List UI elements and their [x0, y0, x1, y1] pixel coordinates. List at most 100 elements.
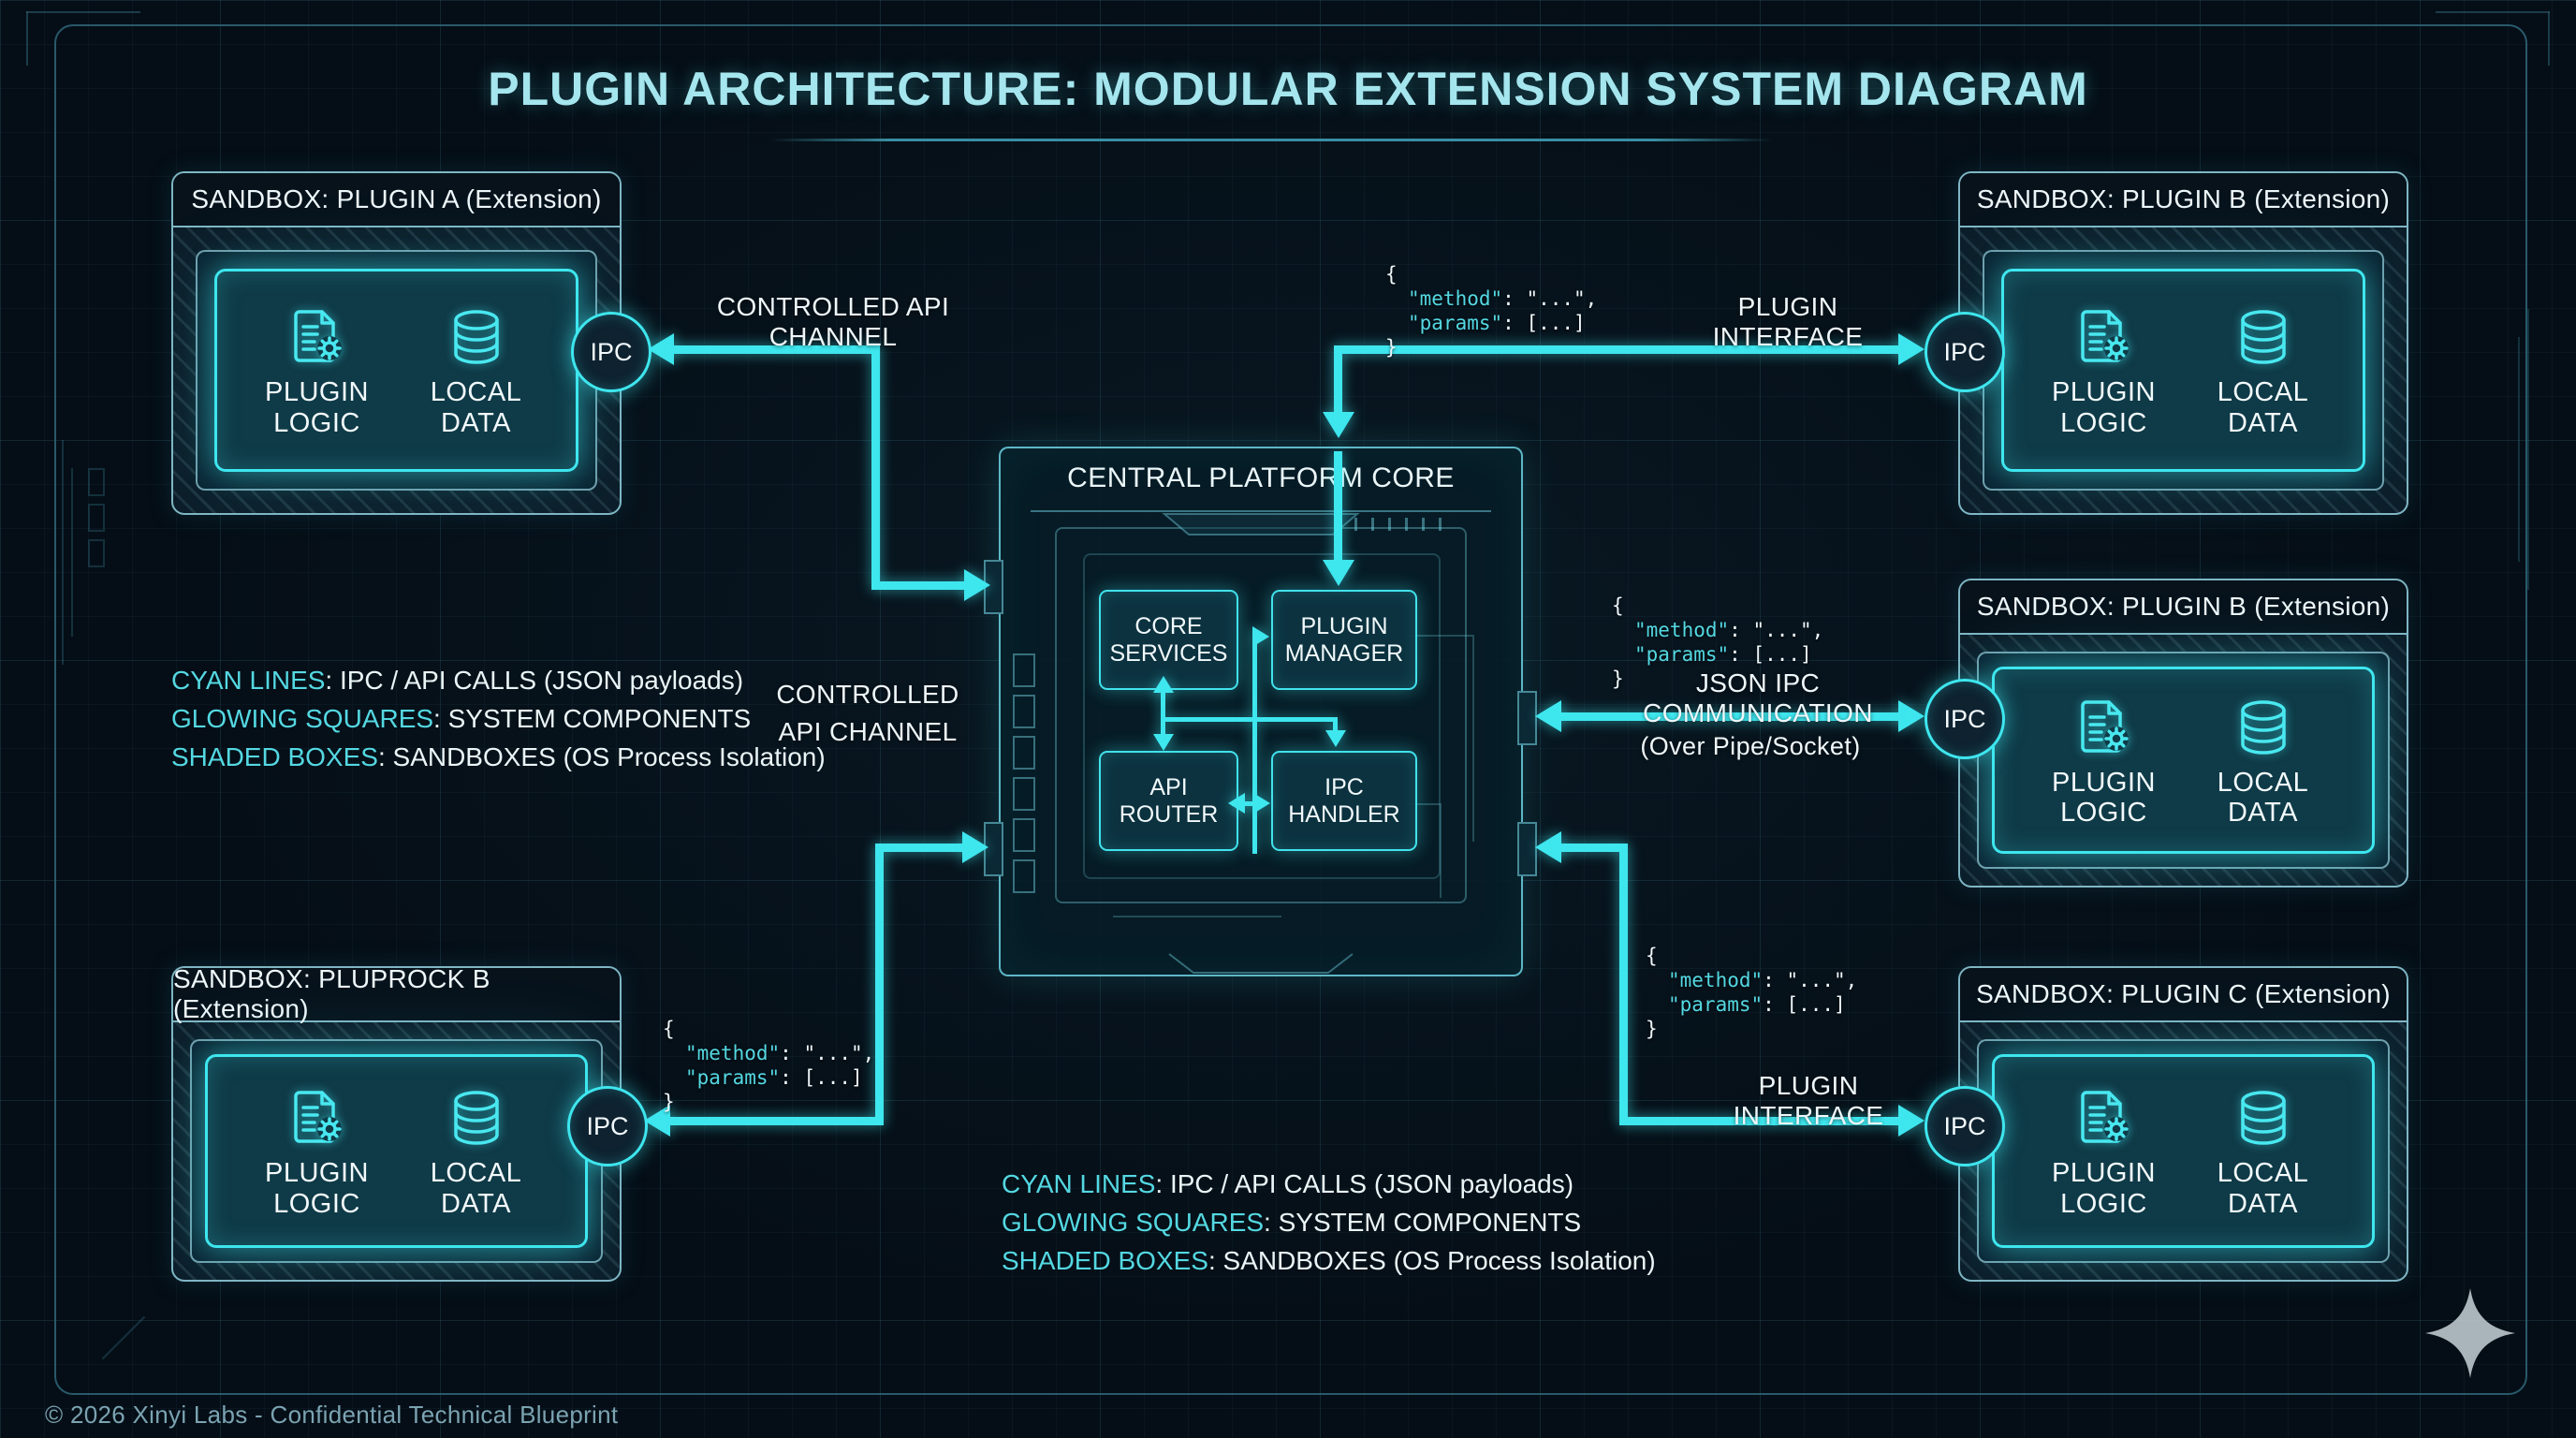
json-line-close: }: [1612, 668, 1624, 690]
local-data-label: LOCAL DATA: [430, 1158, 522, 1219]
json-value-method: : "...",: [1502, 287, 1598, 310]
json-line-params: "params": [...]: [663, 1065, 874, 1090]
json-line-params: "params": [...]: [1612, 642, 1823, 667]
local-data-icon: [2240, 310, 2286, 364]
plugin-logic-icon: [2080, 310, 2130, 362]
sandbox-hatched-body: PLUGIN LOGIC LOCAL DATA: [1960, 227, 2407, 513]
json-payload-bottom-right: { "method": "...", "params": [...] }: [1646, 944, 1857, 1041]
plugin-runtime-box: PLUGIN LOGIC LOCAL DATA: [205, 1054, 588, 1248]
plugin-logic-icon: [2080, 699, 2130, 753]
local-data-unit: LOCAL DATA: [411, 302, 542, 438]
json-value-params: : [...]: [780, 1066, 863, 1089]
plugin-logic-icon: [293, 1091, 344, 1143]
decor-circuit-right: [2527, 309, 2529, 590]
label-plugin-interface-top: PLUGIN INTERFACE: [1712, 292, 1864, 351]
plugin-runtime-box: PLUGIN LOGIC LOCAL DATA: [214, 269, 578, 472]
central-platform-core: CENTRAL PLATFORM CORE CORE SERVICES PLUG…: [999, 447, 1523, 976]
label-over-pipe-socket: (Over Pipe/Socket): [1640, 732, 1861, 760]
corner-bracket-top-left-v: [26, 11, 28, 66]
label-plugin-interface-bottom: PLUGIN INTERFACE: [1733, 1071, 1884, 1130]
json-payload-top: { "method": "...", "params": [...] }: [1385, 262, 1597, 360]
sandbox-plugin-b-mid: SANDBOX: PLUGIN B (Extension) PLUGIN LOG…: [1958, 579, 2408, 888]
corner-bracket-top-right-v: [2548, 11, 2550, 66]
json-line-open: {: [663, 1018, 675, 1040]
legend-key: GLOWING SQUARES: [1002, 1208, 1265, 1237]
legend-left: CYAN LINES: IPC / API CALLS (JSON payloa…: [171, 661, 826, 776]
outer-frame: [54, 24, 2527, 1395]
plugin-logic-unit: PLUGIN LOGIC: [2039, 1083, 2170, 1219]
legend-desc: : IPC / API CALLS (JSON payloads): [325, 666, 744, 695]
core-port-left-bottom: [984, 822, 1003, 876]
sandbox-hatched-body: PLUGIN LOGIC LOCAL DATA: [173, 227, 620, 513]
decor-chip-left-1: [88, 468, 105, 496]
decor-circuit-left: [62, 440, 64, 665]
json-value-params: : [...]: [1763, 993, 1846, 1016]
legend-key: CYAN LINES: [1002, 1169, 1156, 1198]
json-key-method: "method": [1408, 287, 1503, 310]
sandbox-title: SANDBOX: PLUPROCK B (Extension): [173, 968, 620, 1023]
json-key-params: "params": [1408, 312, 1503, 334]
local-data-label: LOCAL DATA: [2217, 1158, 2309, 1219]
core-port-right-mid: [1517, 691, 1537, 745]
json-payload-bottom-left: { "method": "...", "params": [...] }: [663, 1017, 874, 1114]
sandbox-inner-panel: PLUGIN LOGIC LOCAL DATA: [1977, 652, 2390, 869]
json-line-open: {: [1385, 263, 1398, 286]
json-value-method: : "...",: [1729, 619, 1824, 641]
legend-key: CYAN LINES: [171, 666, 326, 695]
ipc-endpoint-pluprock-b: IPC: [567, 1086, 648, 1167]
plugin-logic-unit: PLUGIN LOGIC: [252, 1083, 383, 1219]
core-port-left-top: [984, 560, 1003, 614]
local-data-label: LOCAL DATA: [2217, 767, 2309, 828]
local-data-unit: LOCAL DATA: [2198, 302, 2329, 438]
plugin-logic-label: PLUGIN LOGIC: [265, 1158, 369, 1219]
legend-desc: : IPC / API CALLS (JSON payloads): [1155, 1169, 1574, 1198]
ipc-endpoint-plugin-b-top: IPC: [1925, 312, 2005, 392]
sparkle-icon: [2425, 1288, 2515, 1378]
plugin-manager-box: PLUGIN MANAGER: [1271, 590, 1417, 690]
sandbox-plugin-b-top: SANDBOX: PLUGIN B (Extension) PLUGIN LOG…: [1958, 171, 2408, 515]
core-chip-layer-3: [1083, 553, 1441, 879]
legend-line-cyan-lines: CYAN LINES: IPC / API CALLS (JSON payloa…: [1002, 1165, 1656, 1203]
plugin-logic-label: PLUGIN LOGIC: [2052, 377, 2156, 438]
legend-line-glowing-squares: GLOWING SQUARES: SYSTEM COMPONENTS: [1002, 1203, 1656, 1241]
json-value-params: : [...]: [1729, 643, 1812, 666]
core-port-right-bottom: [1517, 822, 1537, 876]
title-underline: [769, 139, 1773, 141]
page-title: PLUGIN ARCHITECTURE: MODULAR EXTENSION S…: [488, 63, 2088, 115]
decor-chip-left-2: [88, 504, 105, 532]
sandbox-inner-panel: PLUGIN LOGIC LOCAL DATA: [190, 1039, 603, 1263]
json-key-method: "method": [1668, 969, 1764, 991]
json-key-method: "method": [1634, 619, 1730, 641]
legend-bottom: CYAN LINES: IPC / API CALLS (JSON payloa…: [1002, 1165, 1656, 1280]
json-line-open: {: [1612, 594, 1624, 617]
json-key-params: "params": [685, 1066, 781, 1089]
json-line-method: "method": "...",: [1385, 286, 1597, 311]
api-router-box: API ROUTER: [1099, 751, 1238, 851]
legend-key: SHADED BOXES: [171, 742, 378, 771]
sandbox-hatched-body: PLUGIN LOGIC LOCAL DATA: [1960, 1022, 2407, 1280]
ipc-handler-box: IPC HANDLER: [1271, 751, 1417, 851]
local-data-icon: [2240, 699, 2286, 755]
local-data-label: LOCAL DATA: [2217, 377, 2309, 438]
json-line-method: "method": "...",: [663, 1041, 874, 1065]
ipc-endpoint-plugin-c: IPC: [1925, 1086, 2005, 1167]
sandbox-inner-panel: PLUGIN LOGIC LOCAL DATA: [1983, 250, 2384, 491]
sandbox-hatched-body: PLUGIN LOGIC LOCAL DATA: [173, 1022, 620, 1280]
sandbox-plugin-a: SANDBOX: PLUGIN A (Extension) PLUGIN LOG…: [171, 171, 622, 515]
plugin-logic-icon: [2080, 1091, 2130, 1143]
legend-key: SHADED BOXES: [1002, 1246, 1208, 1275]
json-value-method: : "...",: [1763, 969, 1858, 991]
ipc-endpoint-plugin-a: IPC: [571, 312, 651, 392]
sandbox-title: SANDBOX: PLUGIN B (Extension): [1960, 173, 2407, 227]
json-key-method: "method": [685, 1042, 781, 1064]
plugin-runtime-box: PLUGIN LOGIC LOCAL DATA: [1992, 667, 2375, 854]
corner-bracket-top-right: [2436, 11, 2550, 13]
local-data-label: LOCAL DATA: [430, 377, 522, 438]
local-data-unit: LOCAL DATA: [2198, 693, 2329, 829]
legend-desc: : SANDBOXES (OS Process Isolation): [1208, 1246, 1656, 1275]
sandbox-pluprock-b: SANDBOX: PLUPROCK B (Extension) PLUGIN L…: [171, 966, 622, 1282]
legend-desc: : SYSTEM COMPONENTS: [1264, 1208, 1582, 1237]
legend-line-cyan-lines: CYAN LINES: IPC / API CALLS (JSON payloa…: [171, 661, 826, 699]
ipc-endpoint-plugin-b-mid: IPC: [1925, 679, 2005, 759]
plugin-logic-unit: PLUGIN LOGIC: [252, 302, 383, 438]
